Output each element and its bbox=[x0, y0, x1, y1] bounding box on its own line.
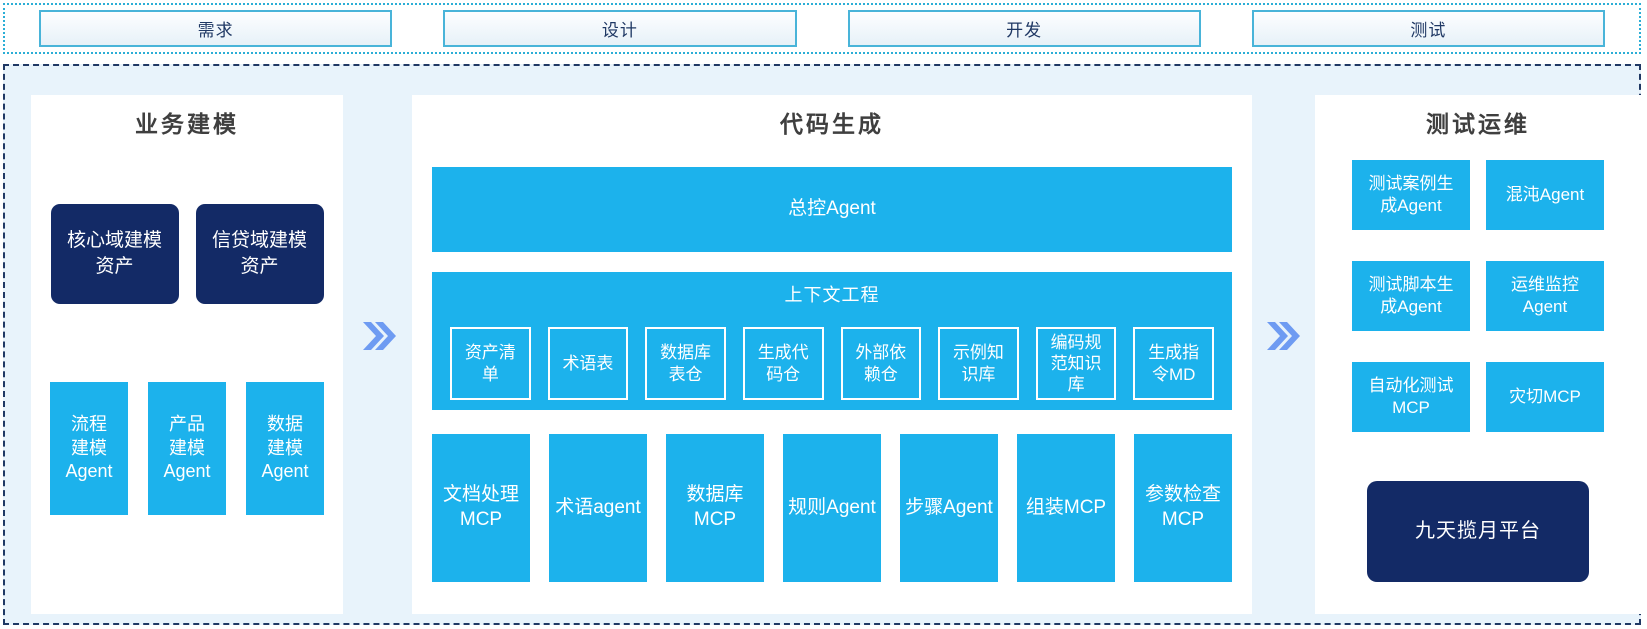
asset-box-credit-domain: 信贷域建模 资产 bbox=[195, 204, 324, 304]
context-item-db-table-repo: 数据库 表仓 bbox=[645, 327, 726, 400]
disaster-switch-mcp-box: 灾切MCP bbox=[1486, 362, 1604, 432]
test-case-gen-agent-box: 测试案例生 成Agent bbox=[1352, 160, 1470, 230]
context-item-asset-list: 资产清 单 bbox=[450, 327, 531, 400]
phase-requirements: 需求 bbox=[39, 10, 393, 47]
asset-box-core-domain: 核心域建模 资产 bbox=[50, 204, 179, 304]
panel-title-business-modeling: 业务建模 bbox=[135, 111, 239, 137]
worker-step-agent: 步骤Agent bbox=[900, 434, 998, 582]
modeling-assets-row: 核心域建模 资产 信贷域建模 资产 bbox=[31, 204, 343, 304]
worker-boxes-row: 文档处理 MCP 术语agent 数据库 MCP 规则Agent 步骤Agent… bbox=[432, 434, 1232, 582]
jiutian-lanyue-platform-box: 九天揽月平台 bbox=[1367, 481, 1589, 582]
agent-box-product-modeling: 产品 建模 Agent bbox=[148, 382, 226, 515]
phase-development: 开发 bbox=[847, 10, 1201, 47]
panel-code-generation: 代码生成 总控Agent 上下文工程 资产清 单 术语表 数据库 表仓 生成代 … bbox=[412, 95, 1252, 614]
worker-glossary-agent: 术语agent bbox=[549, 434, 647, 582]
context-items-row: 资产清 单 术语表 数据库 表仓 生成代 码仓 外部依 赖仓 示例知 识库 编码… bbox=[450, 327, 1214, 400]
automated-test-mcp-box: 自动化测试 MCP bbox=[1352, 362, 1470, 432]
panel-business-modeling: 业务建模 核心域建模 资产 信贷域建模 资产 流程 建模 Agent 产品 建模… bbox=[31, 95, 343, 614]
worker-param-check-mcp: 参数检查 MCP bbox=[1134, 434, 1232, 582]
context-engineering-title: 上下文工程 bbox=[784, 285, 880, 305]
worker-rule-agent: 规则Agent bbox=[783, 434, 881, 582]
context-engineering-box: 上下文工程 资产清 单 术语表 数据库 表仓 生成代 码仓 外部依 赖仓 示例知… bbox=[432, 272, 1232, 410]
main-container: 业务建模 核心域建模 资产 信贷域建模 资产 流程 建模 Agent 产品 建模… bbox=[3, 64, 1641, 625]
testops-grid: 测试案例生 成Agent 混沌Agent 测试脚本生 成Agent 运维监控 A… bbox=[1315, 160, 1641, 432]
flow-arrow-icon bbox=[1266, 322, 1300, 350]
panel-title-code-generation: 代码生成 bbox=[780, 111, 884, 137]
master-agent-bar: 总控Agent bbox=[432, 167, 1232, 252]
flow-arrow-icon bbox=[362, 322, 396, 350]
ops-monitoring-agent-box: 运维监控 Agent bbox=[1486, 261, 1604, 331]
worker-doc-processing-mcp: 文档处理 MCP bbox=[432, 434, 530, 582]
context-item-generation-instruction-md: 生成指 令MD bbox=[1133, 327, 1214, 400]
phase-testing: 测试 bbox=[1251, 10, 1605, 47]
context-item-generated-code-repo: 生成代 码仓 bbox=[742, 327, 824, 400]
context-item-coding-standard-kb: 编码规 范知识 库 bbox=[1035, 327, 1117, 400]
phase-bar: 需求 设计 开发 测试 bbox=[3, 3, 1641, 54]
panel-title-test-ops: 测试运维 bbox=[1426, 111, 1530, 137]
agent-box-data-modeling: 数据 建模 Agent bbox=[246, 382, 324, 515]
panel-test-ops: 测试运维 测试案例生 成Agent 混沌Agent 测试脚本生 成Agent 运… bbox=[1315, 95, 1641, 614]
agent-box-process-modeling: 流程 建模 Agent bbox=[50, 382, 128, 515]
context-item-example-knowledge-base: 示例知 识库 bbox=[938, 327, 1019, 400]
worker-database-mcp: 数据库 MCP bbox=[666, 434, 764, 582]
context-item-external-deps-repo: 外部依 赖仓 bbox=[840, 327, 922, 400]
worker-assembly-mcp: 组装MCP bbox=[1017, 434, 1115, 582]
chaos-agent-box: 混沌Agent bbox=[1486, 160, 1604, 230]
modeling-agents-row: 流程 建模 Agent 产品 建模 Agent 数据 建模 Agent bbox=[31, 382, 343, 515]
test-script-gen-agent-box: 测试脚本生 成Agent bbox=[1352, 261, 1470, 331]
phase-design: 设计 bbox=[443, 10, 797, 47]
context-item-glossary: 术语表 bbox=[547, 327, 629, 400]
